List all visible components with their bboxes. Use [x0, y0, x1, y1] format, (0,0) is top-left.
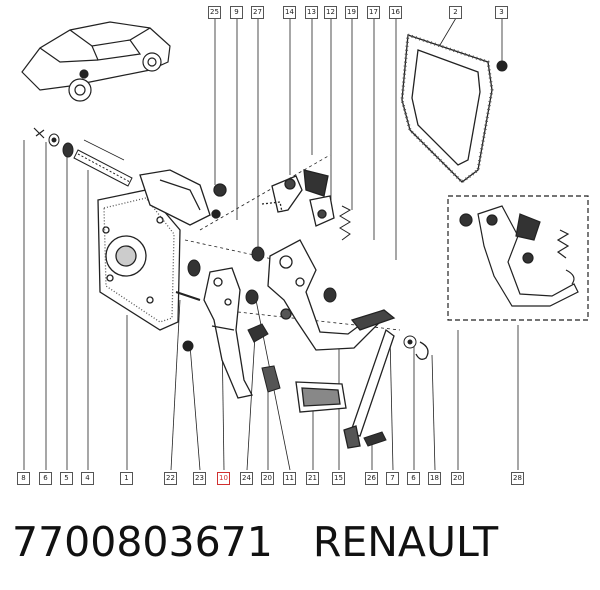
callout-bottom-3: 5: [60, 472, 73, 485]
bolt: [363, 431, 387, 447]
brand-name: RENAULT: [312, 518, 499, 566]
callout-top-1: 25: [208, 6, 221, 19]
pedal-pad: [295, 381, 347, 413]
callout-bottom-4: 4: [81, 472, 94, 485]
callout-top-2: 9: [230, 6, 243, 19]
part-caption: 7700803671 RENAULT: [12, 512, 498, 572]
callout-top-10: 2: [449, 6, 462, 19]
callout-bottom-10: 20: [261, 472, 274, 485]
callout-bottom-6: 22: [164, 472, 177, 485]
callout-bottom-19: 28: [511, 472, 524, 485]
callout-bottom-7: 23: [193, 472, 206, 485]
clips: [247, 323, 281, 393]
part-number: 7700803671: [12, 518, 273, 566]
callout-bottom-1: 8: [17, 472, 30, 485]
bushings: [175, 246, 417, 352]
callout-top-8: 17: [367, 6, 380, 19]
nut-part: [496, 60, 508, 72]
upper-linkage: [261, 169, 352, 241]
callout-bottom-16: 6: [407, 472, 420, 485]
gasket-frame: [400, 32, 494, 184]
callout-bottom-13: 15: [332, 472, 345, 485]
push-rod: [343, 309, 396, 449]
callout-top-4: 14: [283, 6, 296, 19]
callout-bottom-12: 21: [306, 472, 319, 485]
exploded-diagram: [21, 17, 589, 471]
spring-clip: [415, 341, 429, 360]
callout-top-11: 3: [495, 6, 508, 19]
callout-top-3: 27: [251, 6, 264, 19]
callout-bottom-18: 20: [451, 472, 464, 485]
callout-bottom-9: 24: [240, 472, 253, 485]
callout-top-9: 16: [389, 6, 402, 19]
callout-top-6: 12: [324, 6, 337, 19]
callout-bottom-17: 18: [428, 472, 441, 485]
callout-bottom-15: 7: [386, 472, 399, 485]
callout-bottom-5: 1: [120, 472, 133, 485]
inset-assembly: [447, 195, 589, 321]
callout-top-5: 13: [305, 6, 318, 19]
pedal-bracket: [203, 267, 253, 399]
callout-top-7: 19: [345, 6, 358, 19]
callout-bottom-14: 26: [365, 472, 378, 485]
car-illustration: [21, 21, 171, 102]
left-fasteners: [33, 127, 133, 187]
callout-bottom-highlighted: 10: [217, 472, 230, 485]
callout-bottom-2: 6: [39, 472, 52, 485]
callout-bottom-11: 11: [283, 472, 296, 485]
mounting-plate: [97, 169, 227, 331]
